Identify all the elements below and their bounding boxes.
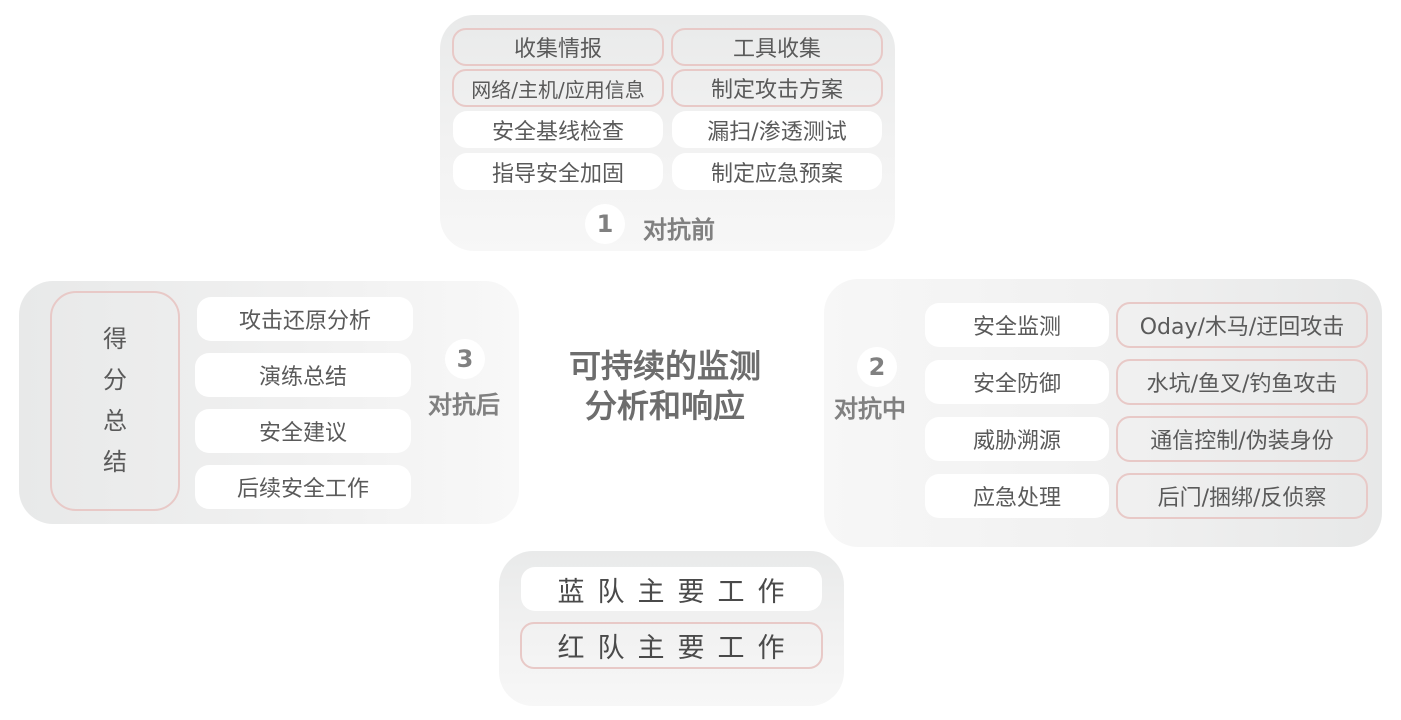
- score-summary-box: 得 分 总 结: [50, 291, 180, 511]
- red-item-collect-intel: 收集情报: [452, 28, 664, 66]
- score-char: 分: [103, 366, 127, 394]
- center-title-line-1: 可持续的监测: [568, 347, 761, 385]
- stage-number-badge: 3: [445, 339, 485, 379]
- stage-label: 对抗前: [643, 216, 715, 244]
- blue-item-security-advice: 安全建议: [195, 409, 411, 453]
- red-item-comm-control: 通信控制/伪装身份: [1116, 416, 1368, 462]
- blue-item-security-monitoring: 安全监测: [925, 303, 1109, 347]
- stage-number-badge: 1: [585, 204, 625, 244]
- stage-2-panel: 2 对抗中 安全监测 安全防御 威胁溯源 应急处理 Oday/木马/迂回攻击 水…: [824, 279, 1382, 547]
- blue-item-incident-response: 应急处理: [925, 474, 1109, 518]
- red-item-network-info: 网络/主机/应用信息: [452, 69, 664, 107]
- stage-1-panel: 收集情报 工具收集 网络/主机/应用信息 制定攻击方案 安全基线检查 漏扫/渗透…: [440, 15, 895, 251]
- blue-item-pentest: 漏扫/渗透测试: [672, 111, 882, 148]
- blue-item-followup-work: 后续安全工作: [195, 465, 411, 509]
- legend-panel: 蓝队主要工作 红队主要工作: [499, 551, 844, 706]
- score-char: 得: [103, 325, 127, 353]
- center-title: 可持续的监测 分析和响应: [540, 346, 790, 426]
- red-item-backdoor: 后门/捆绑/反侦察: [1116, 473, 1368, 519]
- blue-item-threat-tracing: 威胁溯源: [925, 417, 1109, 461]
- legend-blue-team: 蓝队主要工作: [521, 567, 822, 611]
- legend-red-team: 红队主要工作: [520, 622, 823, 669]
- blue-item-drill-summary: 演练总结: [195, 353, 411, 397]
- blue-item-attack-analysis: 攻击还原分析: [197, 297, 413, 341]
- stage-label: 对抗中: [834, 395, 906, 423]
- red-item-attack-plan: 制定攻击方案: [671, 69, 883, 107]
- score-char: 结: [103, 448, 127, 476]
- blue-item-security-defense: 安全防御: [925, 360, 1109, 404]
- blue-item-emergency-plan: 制定应急预案: [672, 153, 882, 190]
- blue-item-baseline-check: 安全基线检查: [453, 111, 663, 148]
- red-item-phishing-attack: 水坑/鱼叉/钓鱼攻击: [1116, 359, 1368, 405]
- stage-number-badge: 2: [857, 347, 897, 387]
- stage-label: 对抗后: [428, 391, 500, 419]
- red-item-tool-collection: 工具收集: [671, 28, 883, 66]
- center-title-line-2: 分析和响应: [584, 387, 745, 425]
- blue-item-hardening: 指导安全加固: [453, 153, 663, 190]
- score-char: 总: [103, 407, 127, 435]
- red-item-0day-attack: Oday/木马/迂回攻击: [1116, 302, 1368, 348]
